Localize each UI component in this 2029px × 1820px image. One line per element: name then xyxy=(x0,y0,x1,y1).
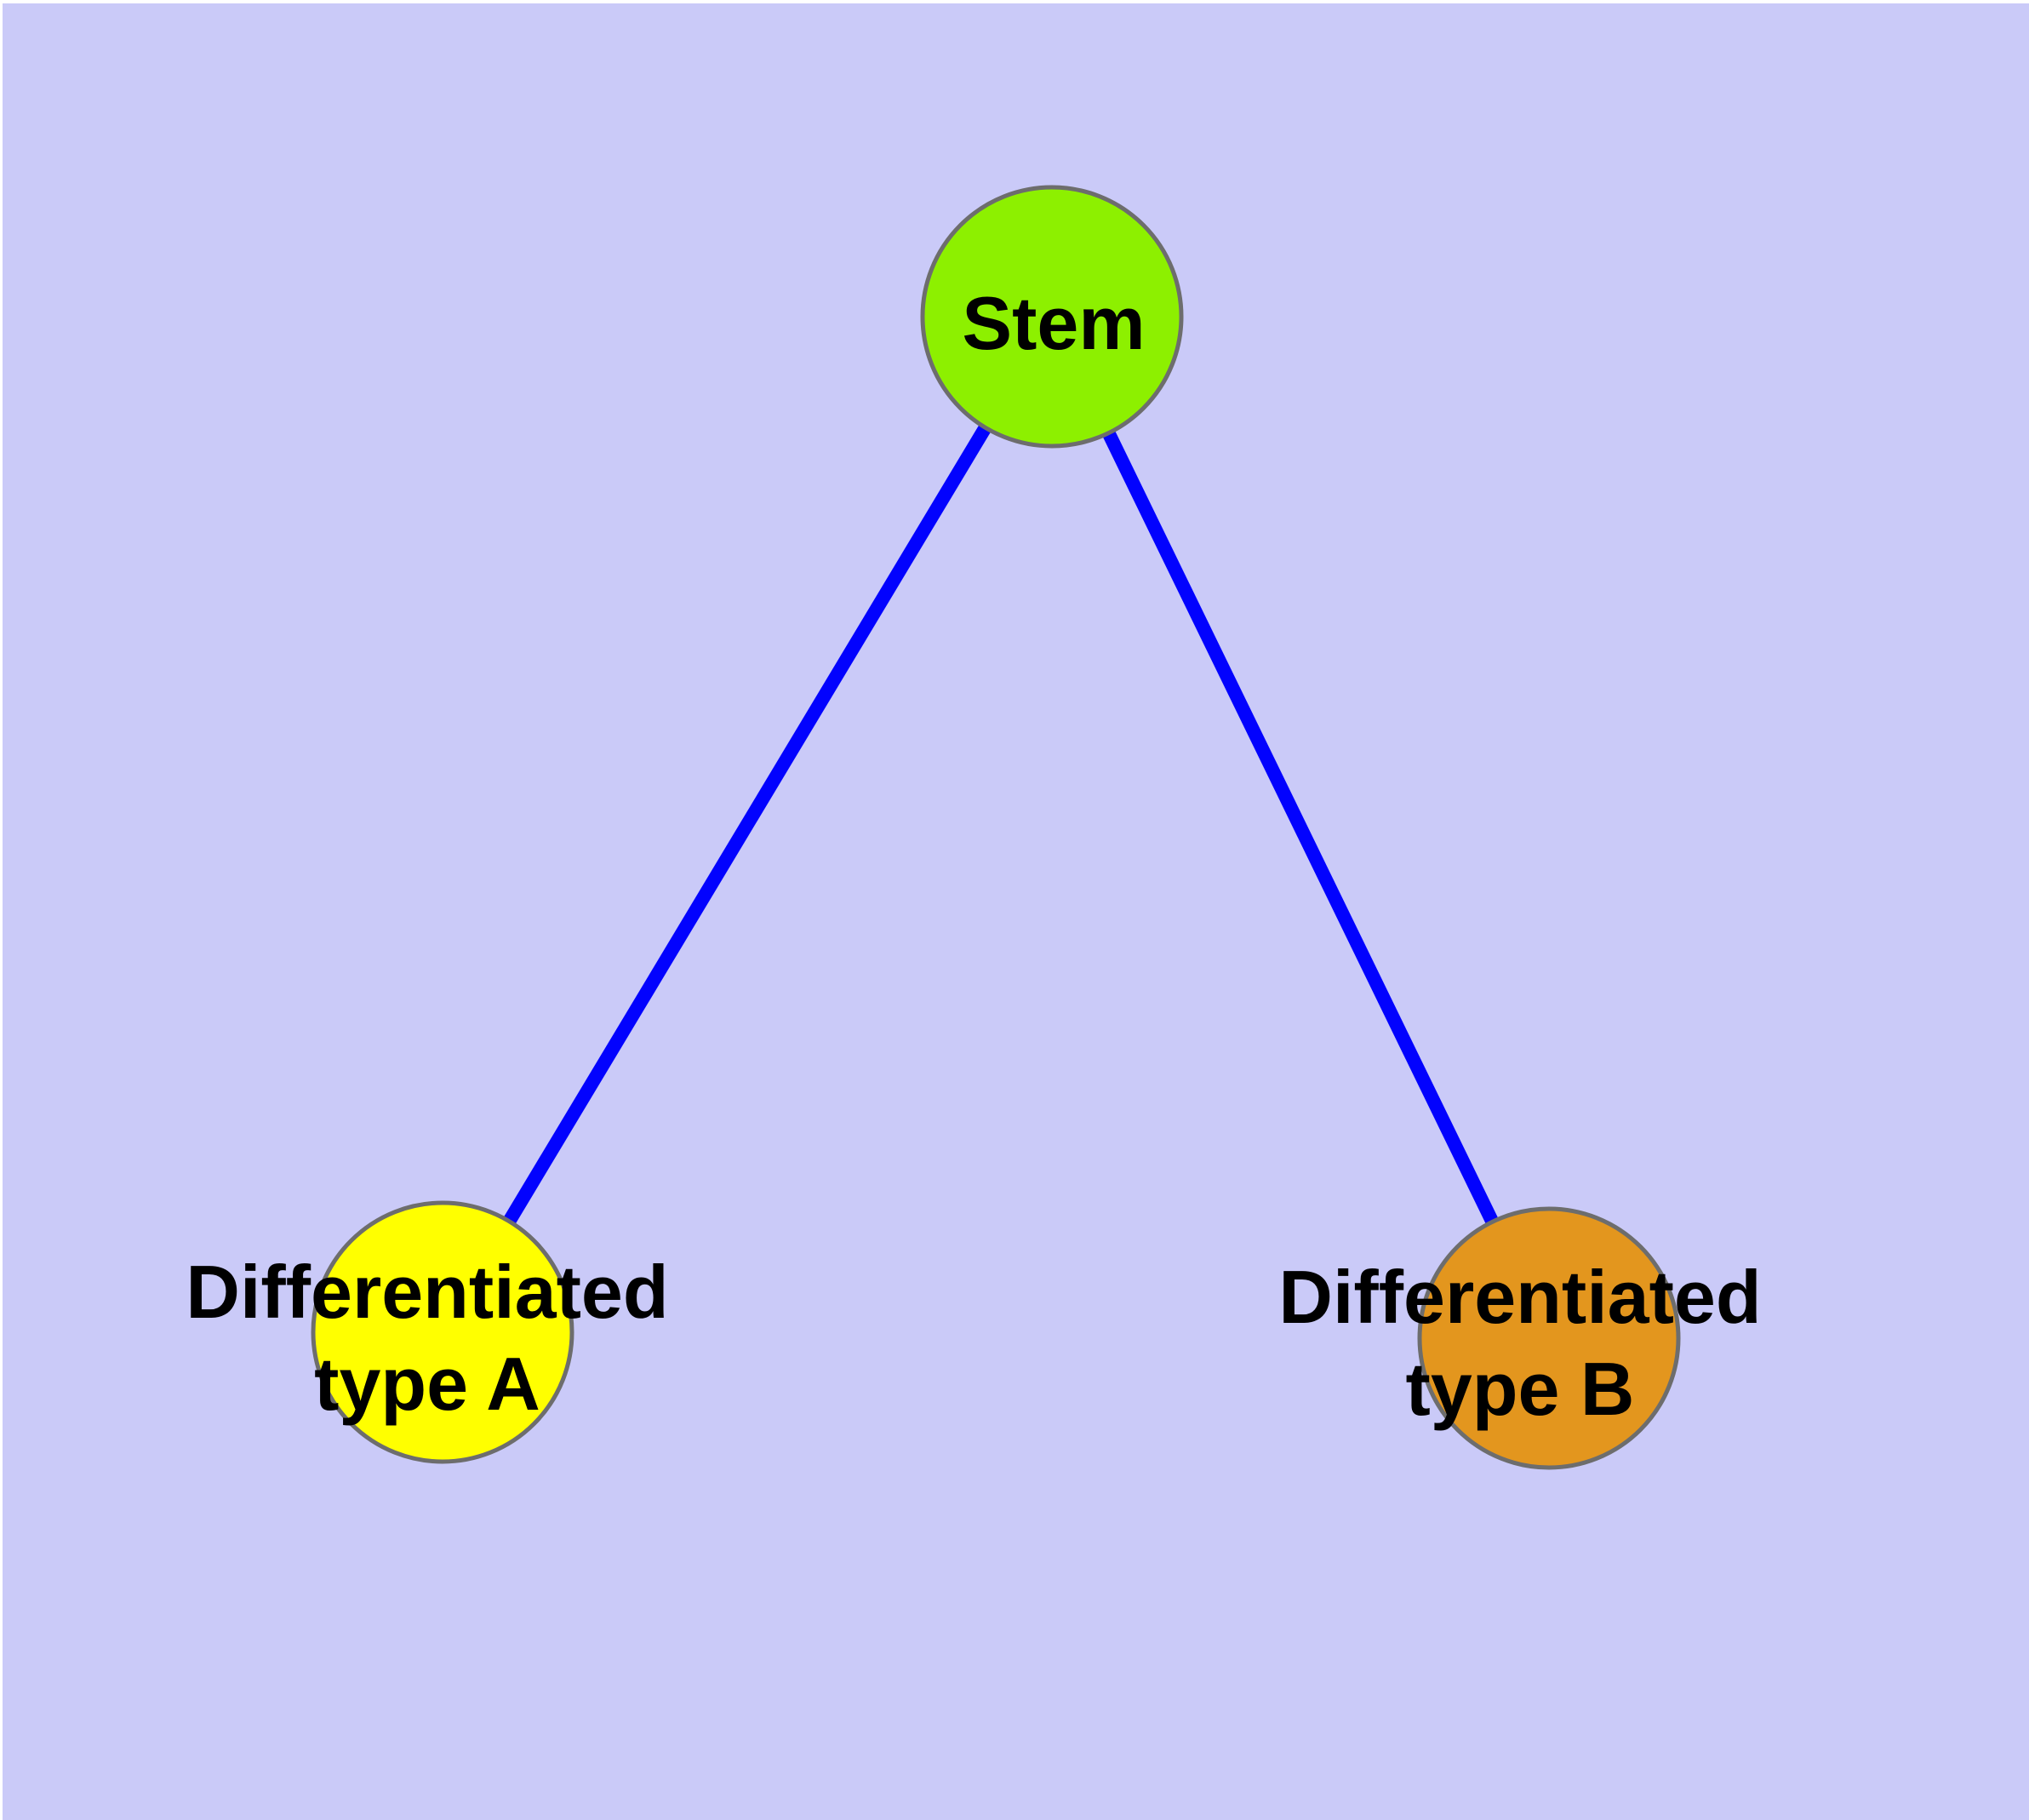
edge-stem-to-type-a xyxy=(437,312,1058,1336)
node-stem xyxy=(920,185,1184,449)
node-stem-label: Stem xyxy=(962,281,1145,365)
node-type-a-label-line1: Differentiated xyxy=(186,1250,668,1334)
node-type-a xyxy=(311,1200,574,1464)
node-type-b xyxy=(1417,1206,1681,1470)
node-type-a-label-line2: type A xyxy=(314,1342,540,1426)
node-type-b-label-line1: Differentiated xyxy=(1278,1255,1761,1339)
node-type-b-label-line2: type B xyxy=(1406,1347,1635,1431)
edge-stem-to-type-b xyxy=(1045,313,1556,1342)
